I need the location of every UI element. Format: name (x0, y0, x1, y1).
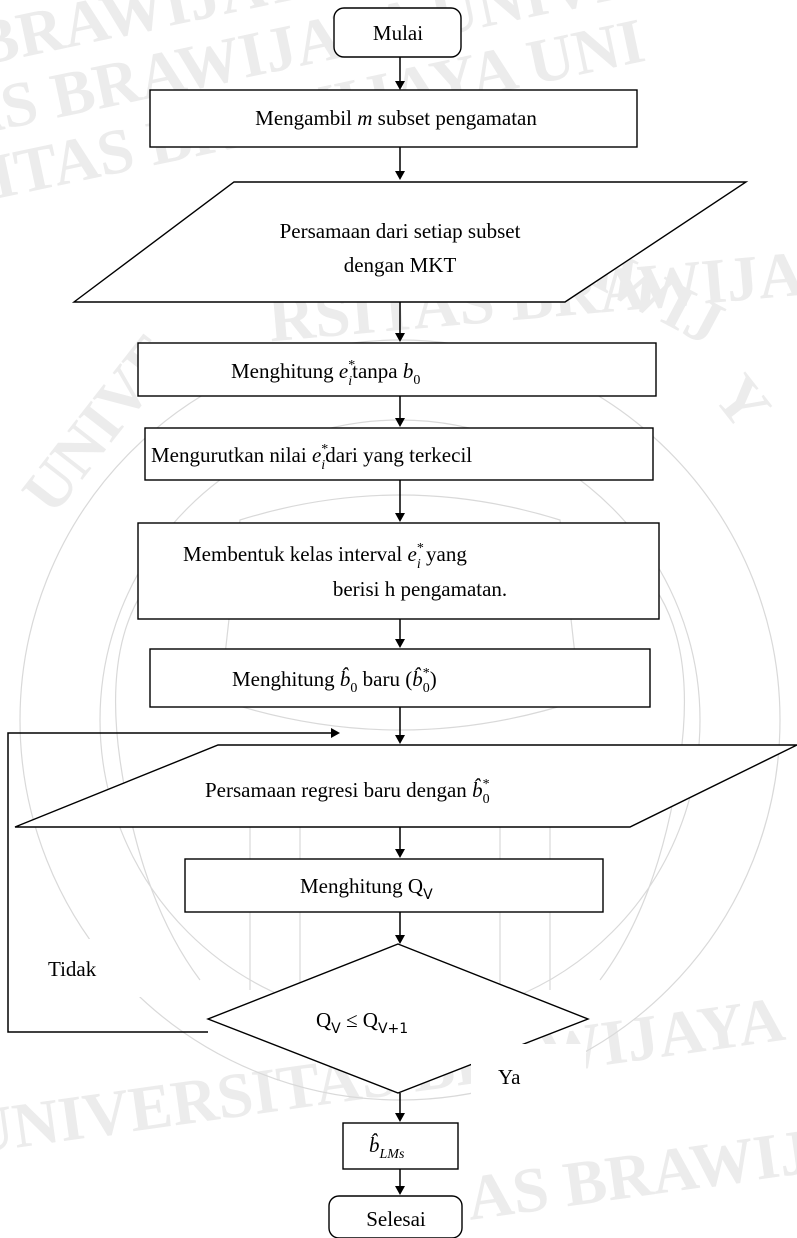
decision-sub-v-plus-1: V+1 (378, 1021, 408, 1037)
start-terminal-shape (333, 7, 462, 58)
step5-sup-star: * (417, 541, 424, 556)
decision-q2: Q (363, 1008, 378, 1032)
step5-node: Membentuk kelas interval e*i yang berisi… (137, 522, 660, 620)
step1-node: Mengambil m subset pengamatan (149, 89, 638, 148)
decision-q1: Q (316, 1008, 331, 1032)
step5-var-e: e (408, 542, 417, 566)
step6-node: Menghitung b̂0 baru (b̂0*) (149, 648, 651, 708)
result-label: b̂LMs (369, 1133, 405, 1162)
step7-sup-star: * (483, 777, 490, 792)
step2-io-shape (71, 181, 749, 303)
step4-var-e: e (312, 443, 321, 467)
step1-text-after: subset pengamatan (372, 106, 537, 130)
step5-text-after: yang (421, 542, 468, 566)
step3-var-b: b (403, 359, 414, 383)
step2-line1: Persamaan dari setiap subset (280, 219, 521, 243)
yes-branch-label-group: Ya (471, 1044, 586, 1101)
step7-sub-0: 0 (483, 792, 490, 807)
step5-sub-i: i (417, 557, 421, 572)
no-branch-label-group: Tidak (27, 939, 173, 997)
step6-sub-0-star: 0 (423, 681, 430, 696)
step4-text-before: Mengurutkan nilai (151, 443, 312, 467)
step4-sup-star: * (321, 442, 328, 457)
step3-node: Menghitung e*itanpa b0 (137, 342, 657, 397)
start-node: Mulai (333, 7, 462, 58)
step7-label: Persamaan regresi baru dengan b̂0* (205, 777, 490, 807)
step7-io-shape (14, 744, 797, 828)
step6-label: Menghitung b̂0 baru (b̂0*) (232, 666, 437, 696)
connectors (7, 57, 405, 1195)
step7-node: Persamaan regresi baru dengan b̂0* (14, 744, 797, 828)
step1-process-box (149, 89, 638, 148)
result-process-box (342, 1122, 459, 1170)
step8-process-box (184, 858, 604, 913)
arrow-decision-no-loop (7, 728, 340, 1033)
step3-text-middle: tanpa (352, 359, 403, 383)
step1-label: Mengambil m subset pengamatan (255, 106, 537, 130)
step1-text-before: Mengambil (255, 106, 357, 130)
step8-text-before: Menghitung Q (300, 874, 423, 898)
step8-sub-v: V (423, 887, 433, 903)
step3-var-e: e (339, 359, 348, 383)
step6-var-bhat: b̂ (340, 667, 351, 691)
step6-text-before: Menghitung (232, 667, 340, 691)
step6-sup-star: * (423, 666, 430, 681)
step6-text-after: ) (430, 667, 437, 691)
result-sub-lms: LMs (379, 1147, 405, 1162)
step6-sub-0: 0 (350, 681, 357, 696)
step2-node: Persamaan dari setiap subset dengan MKT (71, 181, 749, 303)
step4-text-after: dari yang terkecil (325, 443, 472, 467)
step1-var-m: m (357, 106, 372, 130)
step4-label: Mengurutkan nilai e*idari yang terkecil (151, 442, 472, 473)
watermark-arc-right-2: Y (700, 361, 784, 441)
decision-label: QV ≤ QV+1 (316, 1008, 408, 1037)
result-var-bhat: b̂ (369, 1133, 380, 1157)
end-terminal-shape (328, 1195, 463, 1238)
step5-line1: Membentuk kelas interval e*i yang (183, 541, 467, 572)
watermark-figure-left (115, 559, 201, 981)
yes-branch-label: Ya (498, 1065, 521, 1089)
no-branch-label: Tidak (48, 957, 97, 981)
step6-var-bhat-star: b̂ (412, 667, 423, 691)
step3-label: Menghitung e*itanpa b0 (231, 358, 420, 389)
step5-line2: berisi h pengamatan. (333, 577, 507, 601)
step7-text-before: Persamaan regresi baru dengan (205, 778, 472, 802)
step3-text-before: Menghitung (231, 359, 339, 383)
step8-node: Menghitung QV (184, 858, 604, 913)
end-label: Selesai (366, 1207, 426, 1231)
step3-process-box (137, 342, 657, 397)
start-label: Mulai (373, 21, 423, 45)
decision-sub-v: V (331, 1021, 341, 1037)
step4-sub-i: i (321, 458, 325, 473)
no-label-background (27, 939, 173, 997)
step7-var-bhat: b̂ (472, 778, 483, 802)
step4-process-box (144, 427, 654, 481)
step5-process-box (137, 522, 660, 620)
step6-text-middle: baru ( (357, 667, 412, 691)
step4-node: Mengurutkan nilai e*idari yang terkecil (144, 427, 654, 481)
step6-process-box (149, 648, 651, 708)
step3-sub-0: 0 (413, 373, 420, 388)
step8-label: Menghitung QV (300, 874, 433, 903)
decision-operator: ≤ (341, 1008, 363, 1032)
step3-sub-i: i (348, 374, 352, 389)
step2-line2: dengan MKT (344, 253, 457, 277)
yes-label-background (471, 1044, 586, 1101)
step5-text-before: Membentuk kelas interval (183, 542, 408, 566)
step3-sup-star: * (348, 358, 355, 373)
end-node: Selesai (328, 1195, 463, 1238)
result-node: b̂LMs (342, 1122, 459, 1170)
